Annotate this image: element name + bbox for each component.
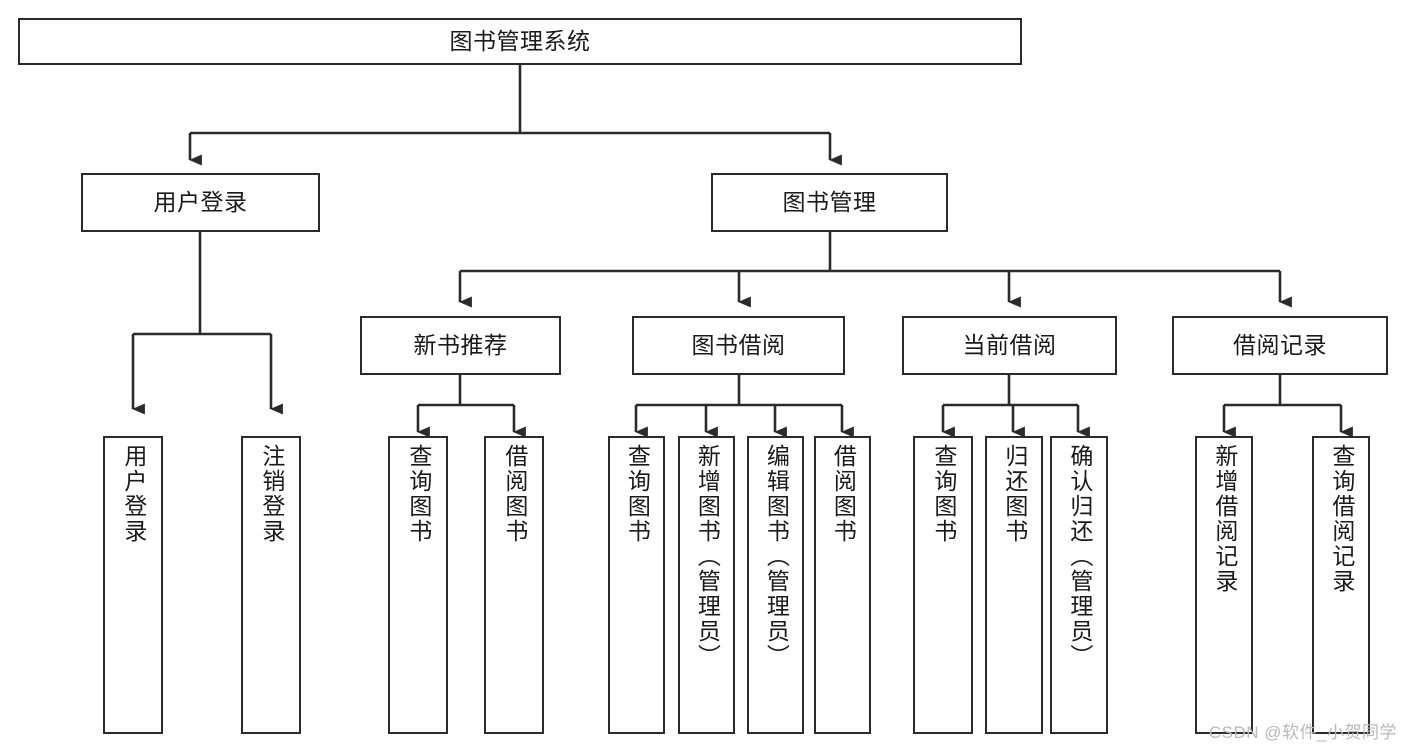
leaf-current-return-book[interactable]: 归还图书	[985, 436, 1043, 734]
node-label: 借阅图书	[501, 444, 528, 544]
node-label: 归还图书	[1001, 444, 1028, 544]
node-label: 图书管理	[782, 189, 877, 216]
node-label: 图书借阅	[691, 332, 786, 359]
node-book-management[interactable]: 图书管理	[711, 173, 948, 232]
leaf-user-login-logout[interactable]: 注销登录	[241, 436, 301, 734]
node-book-borrow[interactable]: 图书借阅	[632, 316, 845, 375]
node-root-book-management-system[interactable]: 图书管理系统	[18, 18, 1022, 65]
node-label: 查询图书	[405, 444, 432, 544]
leaf-borrow-edit-book-admin[interactable]: 编辑图书（管理员）	[747, 436, 804, 734]
leaf-borrow-query-book[interactable]: 查询图书	[608, 436, 665, 734]
leaf-current-query-book[interactable]: 查询图书	[913, 436, 973, 734]
node-label: 用户登录	[120, 444, 147, 544]
node-label: 查询图书	[930, 444, 957, 544]
node-label: 新增图书（管理员）	[694, 444, 721, 669]
node-label: 查询图书	[624, 444, 651, 544]
node-label: 编辑图书（管理员）	[763, 444, 790, 669]
leaf-borrow-add-book-admin[interactable]: 新增图书（管理员）	[678, 436, 735, 734]
node-label: 图书管理系统	[449, 28, 591, 55]
node-user-login[interactable]: 用户登录	[81, 173, 320, 232]
node-label: 注销登录	[258, 444, 285, 544]
leaf-recommend-borrow-book[interactable]: 借阅图书	[484, 436, 544, 734]
node-label: 借阅图书	[830, 444, 857, 544]
leaf-recommend-query-book[interactable]: 查询图书	[388, 436, 448, 734]
node-borrow-record[interactable]: 借阅记录	[1172, 316, 1388, 375]
node-label: 新增借阅记录	[1211, 444, 1238, 594]
node-label: 新书推荐	[413, 332, 508, 359]
leaf-user-login-login[interactable]: 用户登录	[103, 436, 163, 734]
node-label: 查询借阅记录	[1328, 444, 1355, 594]
node-label: 借阅记录	[1233, 332, 1327, 359]
node-new-book-recommend[interactable]: 新书推荐	[360, 316, 561, 375]
csdn-watermark: CSDN @软件_小贺同学	[1208, 723, 1397, 742]
leaf-borrow-borrow-book[interactable]: 借阅图书	[814, 436, 871, 734]
node-current-borrow[interactable]: 当前借阅	[902, 316, 1117, 375]
leaf-record-add-record[interactable]: 新增借阅记录	[1195, 436, 1253, 734]
node-label: 当前借阅	[962, 332, 1057, 359]
node-label: 确认归还（管理员）	[1066, 444, 1093, 669]
node-label: 用户登录	[153, 189, 248, 216]
leaf-record-query-record[interactable]: 查询借阅记录	[1312, 436, 1370, 734]
leaf-current-confirm-return-admin[interactable]: 确认归还（管理员）	[1050, 436, 1108, 734]
